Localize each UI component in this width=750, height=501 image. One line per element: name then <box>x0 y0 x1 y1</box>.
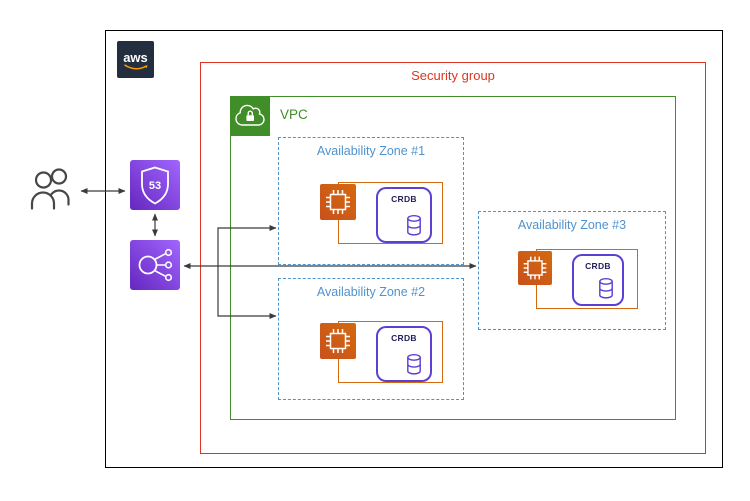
crdb-node: CRDB <box>572 254 624 306</box>
availability-zone-2: Availability Zone #2 CRDB <box>278 278 464 400</box>
ec2-chip-icon <box>320 323 356 359</box>
users-icon <box>30 168 70 210</box>
database-cylinder-icon <box>599 277 613 299</box>
availability-zone-3-label: Availability Zone #3 <box>517 218 627 232</box>
availability-zone-3: Availability Zone #3 CRDB <box>478 211 666 330</box>
ec2-chip-icon <box>320 184 356 220</box>
security-group-boundary: Security group <box>200 62 706 454</box>
route53-shield-text: 53 <box>149 180 161 192</box>
route53-node: 53 <box>130 160 180 210</box>
database-cylinder-icon <box>407 353 421 375</box>
route53-shield-icon: 53 <box>141 166 169 205</box>
aws-cloud-boundary <box>105 30 723 468</box>
chip-glyph <box>326 329 350 353</box>
ec2-chip-icon <box>518 251 552 285</box>
vpc-label: VPC <box>280 107 308 122</box>
availability-zone-1: Availability Zone #1 CRDB <box>278 137 464 265</box>
availability-zone-2-label: Availability Zone #2 <box>316 285 426 299</box>
aws-smile-icon <box>123 63 147 69</box>
vpc-cloud-lock-icon <box>230 96 270 136</box>
chip-glyph <box>523 256 547 280</box>
security-group-label: Security group <box>411 68 495 83</box>
database-cylinder-icon <box>407 214 421 236</box>
crdb-label: CRDB <box>391 333 417 343</box>
availability-zone-1-label: Availability Zone #1 <box>316 144 426 158</box>
elastic-load-balancing-icon <box>138 248 173 282</box>
aws-logo-text: aws <box>123 49 148 65</box>
aws-logo: aws <box>117 41 154 78</box>
crdb-node: CRDB <box>376 326 432 382</box>
chip-glyph <box>326 190 350 214</box>
vpc-cloud-glyph <box>235 104 265 126</box>
crdb-label: CRDB <box>391 194 417 204</box>
crdb-label: CRDB <box>585 261 611 271</box>
crdb-node: CRDB <box>376 187 432 243</box>
load-balancer-node <box>130 240 180 290</box>
